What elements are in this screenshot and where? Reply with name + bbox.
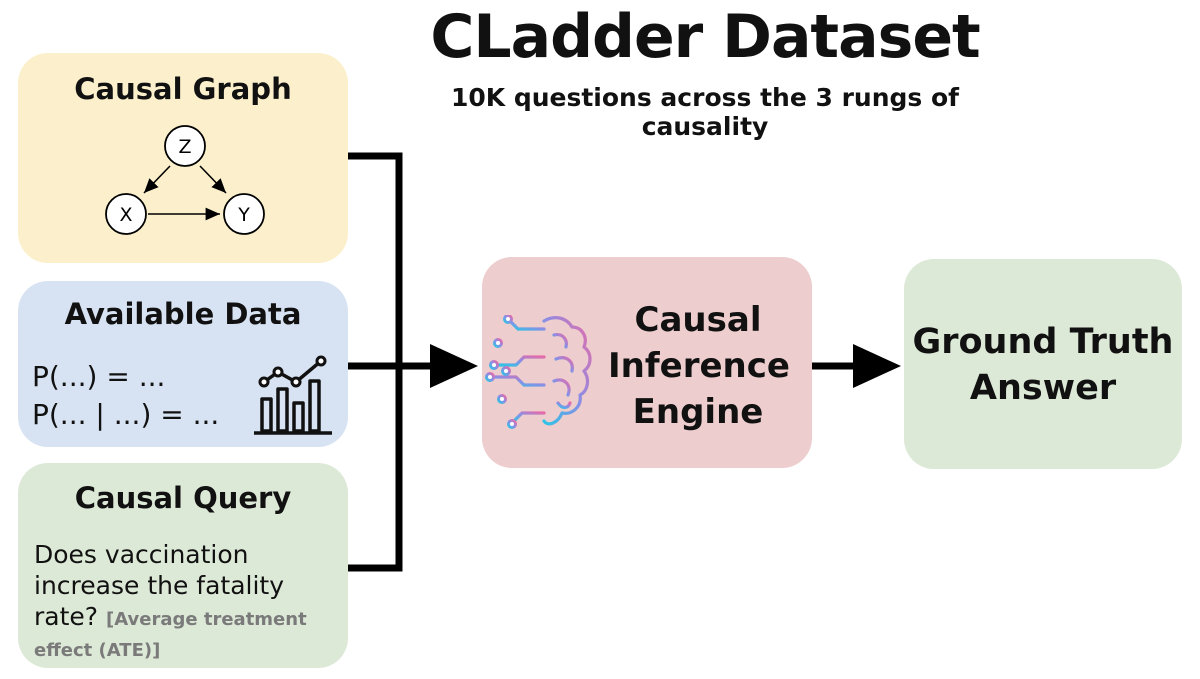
query-question: Does vaccination increase the fatality r… bbox=[34, 540, 285, 631]
node-y: Y bbox=[223, 193, 265, 235]
causal-graph-card: Causal Graph Z X Y bbox=[18, 53, 348, 263]
engine-arrowhead bbox=[430, 344, 478, 388]
available-data-card: Available Data P(...) = ... P(... | ...)… bbox=[18, 281, 348, 447]
svg-text:X: X bbox=[119, 204, 132, 226]
causal-inference-engine-card: Causal Inference Engine bbox=[482, 257, 812, 468]
answer-arrowhead bbox=[853, 344, 901, 388]
causal-graph-title: Causal Graph bbox=[74, 72, 292, 106]
engine-label-line-1: Causal bbox=[634, 300, 762, 340]
answer-label-line-2: Answer bbox=[969, 368, 1117, 408]
query-question-block: Does vaccination increase the fatality r… bbox=[34, 539, 339, 663]
engine-label-line-2: Inference bbox=[608, 346, 790, 386]
engine-label-line-3: Engine bbox=[632, 392, 764, 432]
diagram-title: CLadder Dataset bbox=[430, 2, 980, 72]
probability-formula: P(...) = ... bbox=[32, 360, 166, 393]
bracket-connector bbox=[347, 152, 403, 572]
answer-label-line-1: Ground Truth bbox=[912, 322, 1174, 362]
diagram-subtitle: 10K questions across the 3 rungs of caus… bbox=[450, 83, 960, 141]
svg-text:Y: Y bbox=[237, 204, 250, 226]
query-note: [Average treatment effect (ATE)] bbox=[34, 609, 307, 661]
available-data-title: Available Data bbox=[64, 297, 302, 331]
causal-query-card: Causal Query Does vaccination increase t… bbox=[18, 463, 348, 668]
conditional-probability-formula: P(... | ...) = ... bbox=[32, 398, 220, 431]
causal-query-title: Causal Query bbox=[74, 481, 292, 515]
bar-line-chart-icon bbox=[254, 355, 332, 435]
ground-truth-answer-card: Ground Truth Answer bbox=[904, 259, 1182, 469]
answer-label: Ground Truth Answer bbox=[904, 319, 1182, 411]
engine-label: Causal Inference Engine bbox=[608, 297, 790, 435]
node-x: X bbox=[105, 193, 147, 235]
causal-graph-diagram: Z X Y bbox=[105, 125, 265, 235]
circuit-brain-icon bbox=[485, 315, 592, 429]
node-z: Z bbox=[164, 125, 206, 167]
svg-text:Z: Z bbox=[178, 136, 191, 158]
